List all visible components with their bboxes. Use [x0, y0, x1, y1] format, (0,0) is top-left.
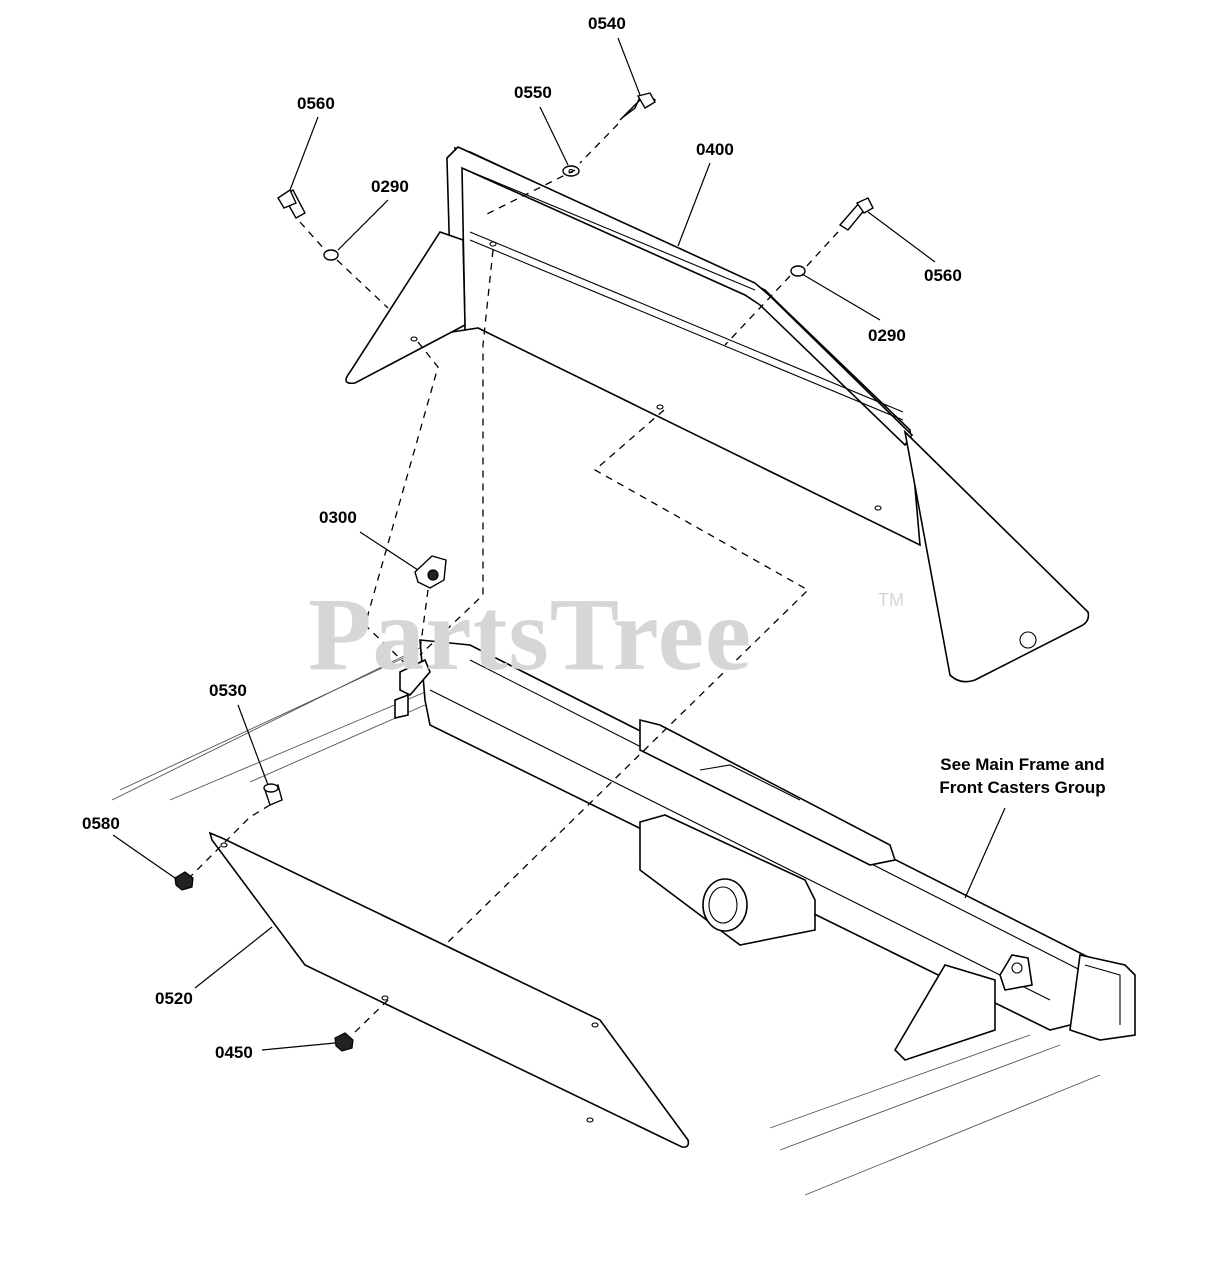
callout-0290-right: 0290 — [868, 326, 906, 345]
reference-note-line2: Front Casters Group — [939, 778, 1106, 797]
part-0520-deflector — [208, 831, 690, 1148]
watermark: PartsTree — [308, 577, 753, 692]
nut-0580 — [174, 871, 194, 891]
reference-note-line1: See Main Frame and — [940, 755, 1105, 774]
washer-0550 — [562, 165, 580, 177]
callout-0560-right: 0560 — [924, 266, 962, 285]
spacer-0530 — [263, 783, 283, 806]
callout-0520: 0520 — [155, 989, 193, 1008]
callout-0290-left: 0290 — [371, 177, 409, 196]
callout-0580: 0580 — [82, 814, 120, 833]
watermark-trademark: TM — [878, 590, 904, 610]
assembly-lines — [189, 123, 839, 1036]
bolt-0540 — [619, 92, 657, 121]
callout-0400: 0400 — [696, 140, 734, 159]
washer-0290-right — [790, 265, 806, 277]
callout-0300: 0300 — [319, 508, 357, 527]
hardware — [174, 92, 874, 1052]
callout-0550: 0550 — [514, 83, 552, 102]
clip-0300 — [414, 555, 447, 589]
part-0400-shield — [345, 146, 1090, 683]
leader-lines — [112, 37, 1006, 1051]
nut-0450 — [334, 1032, 354, 1052]
main-frame — [111, 639, 1136, 1196]
reference-note: See Main Frame and Front Casters Group — [915, 753, 1130, 799]
callout-0560-left: 0560 — [297, 94, 335, 113]
callout-0530: 0530 — [209, 681, 247, 700]
bolt-0560-left — [277, 188, 306, 219]
callout-0450: 0450 — [215, 1043, 253, 1062]
washer-0290-left — [323, 249, 339, 261]
callout-0540: 0540 — [588, 14, 626, 33]
bolt-0560-right — [838, 197, 874, 231]
